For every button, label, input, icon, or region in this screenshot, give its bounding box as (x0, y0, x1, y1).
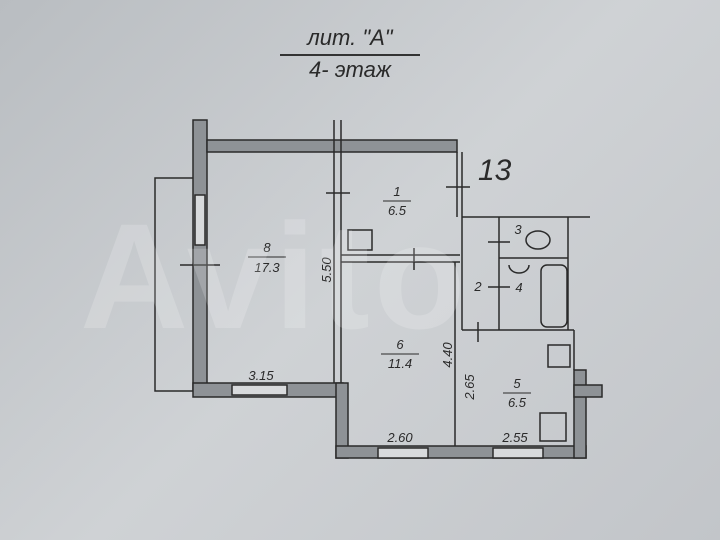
stove (539, 412, 567, 442)
dim-room8-length: 5.50 (319, 257, 334, 283)
room-6-number: 6 (396, 337, 404, 352)
plan-header: лит. "А" 4- этаж (280, 24, 420, 84)
room-6-area: 11.4 (388, 356, 412, 371)
room-1-area: 6.5 (388, 203, 407, 218)
dim-room5-width: 2.55 (501, 430, 528, 445)
kitchen-sink (547, 344, 571, 368)
room-8-number: 8 (263, 240, 271, 255)
sink (508, 264, 530, 274)
window-room5 (492, 447, 544, 459)
right-wall-stub (573, 384, 603, 398)
room-4-number: 4 (515, 280, 522, 295)
room-1-number: 1 (393, 184, 400, 199)
floor-label: 4- этаж (309, 57, 391, 82)
top-wall (206, 139, 458, 153)
window-room8-bottom (231, 384, 288, 396)
dim-room6-length: 4.40 (440, 342, 455, 368)
room-8-area: 17.3 (254, 260, 280, 275)
room-3-number: 3 (514, 222, 522, 237)
ventilation-shaft (347, 229, 373, 251)
building-letter: лит. "А" (280, 24, 420, 56)
dim-room6-width: 2.60 (386, 430, 413, 445)
window-room6 (377, 447, 429, 459)
bathtub (540, 264, 568, 328)
dim-room8-width: 3.15 (248, 368, 274, 383)
window-room8-side (194, 194, 206, 246)
room-2-number: 2 (473, 279, 482, 294)
room-5-number: 5 (513, 376, 521, 391)
room-5-area: 6.5 (508, 395, 527, 410)
apartment-number: 13 (478, 154, 512, 187)
toilet (525, 230, 551, 250)
right-exterior-wall (573, 369, 587, 459)
watermark: Avito (80, 192, 470, 360)
bottom-wall-rooms6-5 (335, 445, 587, 459)
dim-room5-length: 2.65 (462, 374, 477, 401)
